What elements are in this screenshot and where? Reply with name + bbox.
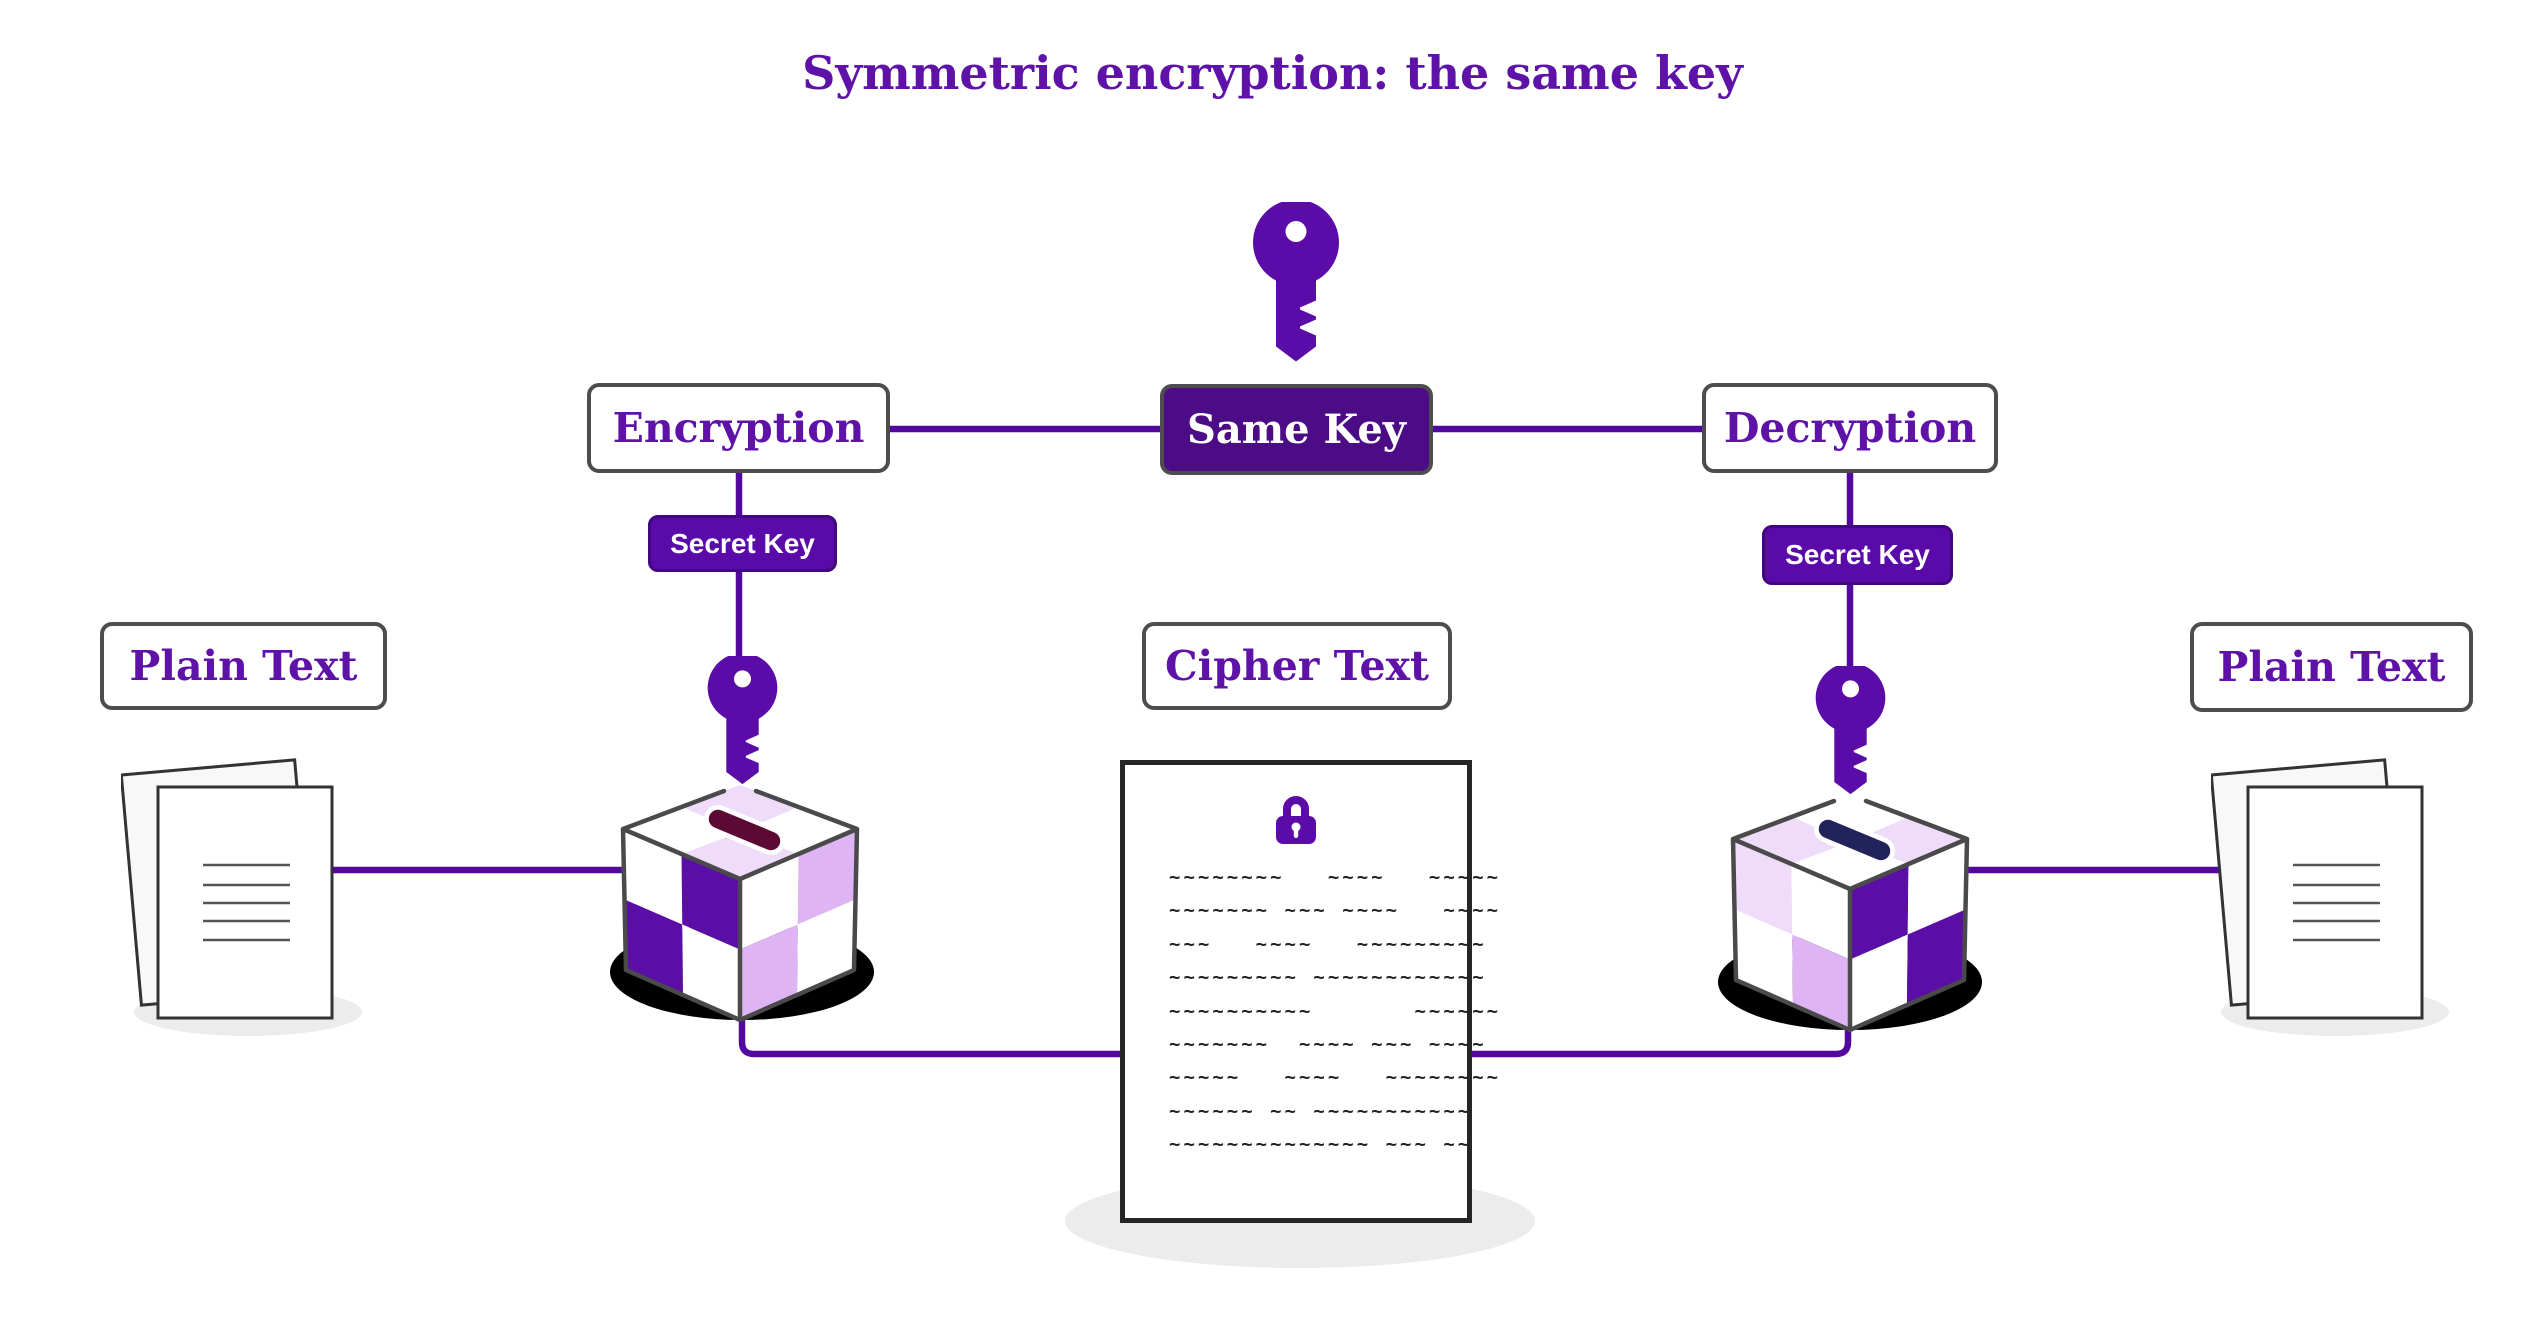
cipher-text-body: ~~~~~~~~ ~~~~ ~~~~~ ~~~~~~~ ~~~ ~~~~ ~~~… <box>1125 861 1502 1162</box>
cipher-text-box: Cipher Text <box>1142 622 1452 710</box>
cipher-line: ~~~~~~~ ~~~ ~~~~ ~~~~ <box>1169 899 1502 922</box>
decryption-box: Decryption <box>1702 383 1998 473</box>
connector-cipher-cube-right <box>1470 1012 1852 1058</box>
cipher-line: ~~~~~~~~~~~~~~ ~~~ ~~ <box>1169 1133 1473 1156</box>
same-key-box: Same Key <box>1160 384 1433 475</box>
cipher-line: ~~~~~~~~~~ ~~~~~~ <box>1169 999 1502 1022</box>
plain-text-box-left: Plain Text <box>100 622 387 710</box>
page-title: Symmetric encryption: the same key <box>802 46 1743 100</box>
plain-text-label: Plain Text <box>129 642 358 690</box>
cipher-line: ~~~~~ ~~~~ ~~~~~~~~ <box>1169 1066 1502 1089</box>
encryption-label: Encryption <box>612 404 865 452</box>
cipher-line: ~~~~~~~~~ ~~~~~~~~~~~~ <box>1169 966 1487 989</box>
plain-text-box-right: Plain Text <box>2190 622 2473 712</box>
key-icon <box>1815 666 1886 795</box>
encryption-cube-icon <box>620 785 860 1023</box>
same-key-label: Same Key <box>1186 406 1407 453</box>
cipher-line: ~~~~~~~ ~~~~ ~~~ ~~~~ <box>1169 1033 1487 1056</box>
key-icon <box>707 656 778 785</box>
documents-icon <box>2211 758 2424 1020</box>
cipher-line: ~~~~~~ ~~ ~~~~~~~~~~~ <box>1169 1099 1473 1122</box>
decryption-label: Decryption <box>1723 404 1977 452</box>
secret-key-label: Secret Key <box>670 527 815 559</box>
key-slot <box>708 809 781 851</box>
cipher-document: ~~~~~~~~ ~~~~ ~~~~~ ~~~~~~~ ~~~ ~~~~ ~~~… <box>1120 760 1502 1223</box>
cipher-line: ~~~~~~~~ ~~~~ ~~~~~ <box>1169 866 1502 888</box>
secret-key-badge-left: Secret Key <box>648 515 837 572</box>
padlock-icon <box>1276 796 1316 844</box>
key-slot <box>1818 819 1891 861</box>
cipher-text-label: Cipher Text <box>1165 642 1429 690</box>
secret-key-badge-right: Secret Key <box>1762 525 1953 585</box>
decryption-cube-icon <box>1730 795 1970 1033</box>
secret-key-label: Secret Key <box>1785 539 1930 570</box>
cipher-line: ~~~ ~~~~ ~~~~~~~~~ <box>1169 932 1487 955</box>
documents-icon <box>121 758 334 1020</box>
connector-cube-cipher-left <box>738 1005 1122 1058</box>
encryption-box: Encryption <box>587 383 890 473</box>
plain-text-label: Plain Text <box>2217 643 2446 691</box>
key-icon <box>1253 202 1339 362</box>
